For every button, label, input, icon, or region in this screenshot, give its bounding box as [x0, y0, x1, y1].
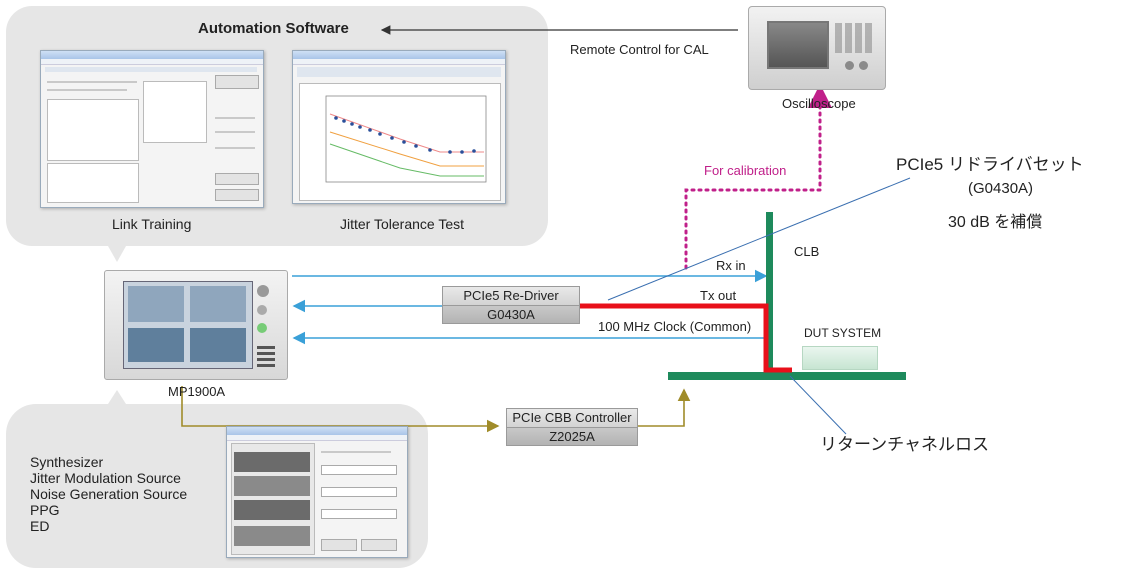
- mp1900a-label: MP1900A: [168, 384, 226, 399]
- link-training-window: [40, 50, 264, 208]
- jitter-tolerance-window: [292, 50, 506, 204]
- return-loss-pointer: [789, 375, 847, 435]
- redriver-set-line3: 30 dB を補償: [948, 214, 1043, 231]
- module-item: Jitter Modulation Source: [30, 470, 181, 486]
- redriver-set-line1: PCIe5 リドライバセット: [896, 155, 1084, 174]
- tx-out-label: Tx out: [700, 288, 737, 303]
- cbb-controller-model: Z2025A: [507, 427, 637, 445]
- redriver-box-name: PCIe5 Re-Driver: [443, 287, 579, 306]
- calibration-path: [684, 84, 832, 270]
- link-training-caption: Link Training: [112, 216, 192, 232]
- module-item: Synthesizer: [30, 454, 104, 470]
- oscilloscope-screen: [767, 21, 829, 69]
- mp1900a-instrument: [104, 270, 288, 380]
- remote-control-label: Remote Control for CAL: [570, 42, 709, 57]
- clb-board: [766, 212, 773, 372]
- base-board: [668, 372, 906, 380]
- cbb-controller-name: PCIe CBB Controller: [507, 409, 637, 428]
- return-loss-label: リターンチャネルロス: [820, 435, 989, 454]
- module-item: ED: [30, 518, 50, 534]
- module-list: Synthesizer Jitter Modulation Source Noi…: [30, 454, 187, 534]
- calibration-label: For calibration: [704, 163, 787, 178]
- jitter-tolerance-caption: Jitter Tolerance Test: [340, 216, 464, 232]
- cbb-control-path: [181, 386, 500, 433]
- panel-tail-top: [108, 246, 126, 262]
- cbb-to-board-path: [636, 388, 691, 427]
- automation-software-title: Automation Software: [198, 20, 349, 37]
- redriver-box-model: G0430A: [443, 305, 579, 323]
- redriver-box: PCIe5 Re-Driver G0430A: [442, 286, 580, 324]
- cbb-controller-box: PCIe CBB Controller Z2025A: [506, 408, 638, 446]
- clb-label: CLB: [794, 244, 820, 259]
- module-item: Noise Generation Source: [30, 486, 188, 502]
- oscilloscope-label: Oscilloscope: [782, 96, 856, 111]
- module-control-window: [226, 426, 408, 558]
- return-channel-trace: [578, 303, 792, 373]
- module-item: PPG: [30, 502, 60, 518]
- oscilloscope-device: [748, 6, 886, 90]
- dut-system-block: [802, 346, 878, 370]
- clock-label: 100 MHz Clock (Common): [598, 319, 752, 334]
- redriver-set-pointer: [607, 177, 911, 301]
- redriver-set-line2: (G0430A): [968, 180, 1034, 197]
- mp1900a-screen: [123, 281, 253, 369]
- panel-tail-bottom: [108, 390, 126, 404]
- dut-system-label: DUT SYSTEM: [804, 326, 882, 340]
- rx-in-label: Rx in: [716, 258, 746, 273]
- jitter-plot-thumbnail: [325, 95, 487, 183]
